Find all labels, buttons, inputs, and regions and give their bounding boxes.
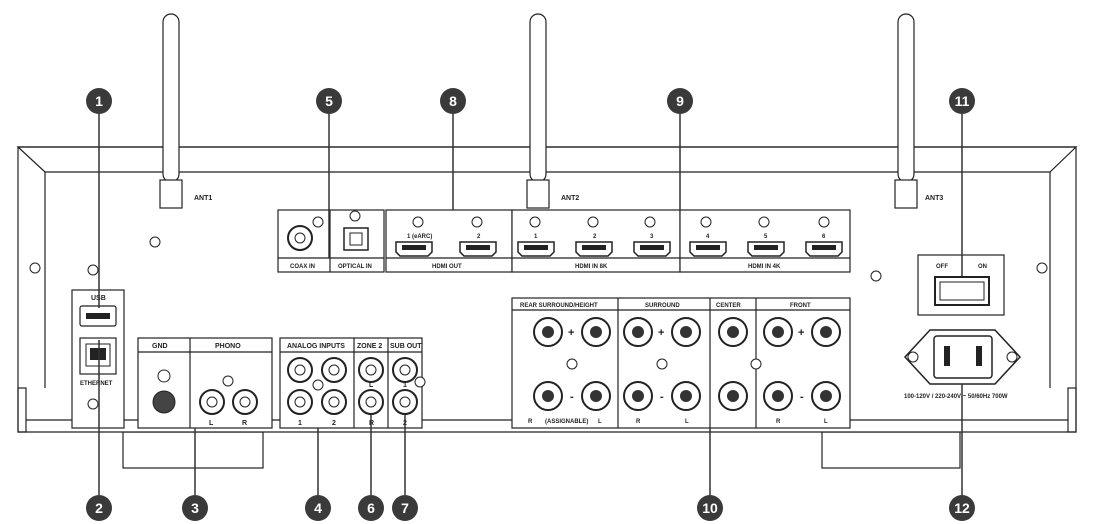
right-foot [821,431,961,469]
power-rating-label: 100-120V / 220-240V ~ 50/60Hz 700W [904,394,1008,400]
gnd-symbol [157,369,171,383]
rear-r-label: R [528,419,533,425]
screws [29,210,1048,410]
surround-plus: + [658,327,664,339]
ant3-label: ANT3 [925,195,943,202]
ethernet-label: ETHERNET [80,381,113,387]
analog-jacks [287,357,418,415]
rear-minus: - [570,391,574,403]
svg-text:1: 1 [95,93,103,109]
hdmi-out-2-label: 2 [477,234,481,240]
antenna-1 [159,13,183,209]
hdmi-4k-4-label: 4 [706,234,710,240]
antenna-3 [894,13,918,209]
surround-l-label: L [685,419,689,425]
phono-l-label: L [209,420,214,427]
analog-1-label: 1 [298,420,302,427]
analog-2-label: 2 [332,420,336,427]
callout-2 [86,495,112,521]
front-l-label: L [824,419,828,425]
front-minus: - [800,391,804,403]
surround-r-label: R [636,419,641,425]
front-r-label: R [776,419,781,425]
ant1-label: ANT1 [194,195,212,202]
rear-l-label: L [598,419,602,425]
svg-text:3: 3 [191,500,199,516]
svg-text:8: 8 [449,93,457,109]
hdmi-out-panel [385,209,513,273]
svg-text:6: 6 [367,500,375,516]
power-on-label: ON [978,264,987,270]
callout-11 [949,88,975,114]
surround-minus: - [660,391,664,403]
callout-5 [316,88,342,114]
phono-l-jack [199,389,225,415]
svg-text:11: 11 [955,93,970,109]
svg-text:5: 5 [325,93,333,109]
callout-10 [697,495,723,521]
callout-12 [949,495,975,521]
sub-out-label: SUB OUT [390,343,422,350]
hdmi-4k-5-label: 5 [764,234,768,240]
gnd-label: GND [152,343,168,350]
svg-text:12: 12 [954,500,970,516]
hdmi-out-1-label: 1 (eARC) [407,234,432,240]
hdmi-4k-label: HDMI IN 4K [748,264,781,270]
rear-assignable-label: (ASSIGNABLE) [545,419,588,425]
phono-r-label: R [242,420,247,427]
rear-plus: + [568,327,574,339]
optical-port [343,227,369,251]
coax-jack [287,225,313,251]
coax-in-label: COAX IN [290,264,315,270]
hdmi-8k-3-label: 3 [650,234,654,240]
callout-badges: 1 2 3 4 5 6 7 8 9 10 11 12 [86,88,975,521]
ant2-label: ANT2 [561,195,579,202]
callout-8 [440,88,466,114]
left-foot [122,431,264,469]
center-label: CENTER [716,303,741,309]
front-label: FRONT [790,303,811,309]
optical-in-label: OPTICAL IN [338,264,372,270]
callout-1 [86,88,112,114]
gnd-terminal [152,390,176,414]
zone2-label: ZONE 2 [357,343,382,350]
svg-text:10: 10 [702,500,718,516]
power-off-label: OFF [936,264,948,270]
hdmi-4k-6-label: 6 [822,234,826,240]
analog-inputs-label: ANALOG INPUTS [287,343,345,350]
hdmi-8k-label: HDMI IN 8K [575,264,608,270]
phono-label: PHONO [215,343,241,350]
callout-6 [358,495,384,521]
svg-text:2: 2 [95,500,103,516]
callout-7 [392,495,418,521]
hdmi-port-inner [402,245,836,250]
callout-3 [182,495,208,521]
power-switch [934,276,990,306]
surround-label: SURROUND [645,303,680,309]
sub-1-label: 1 [403,382,407,389]
hdmi-8k-1-label: 1 [534,234,538,240]
front-plus: + [798,327,804,339]
zone2-l-label: L [369,382,374,389]
rear-surround-label: REAR SURROUND/HEIGHT [520,303,598,309]
callout-4 [305,495,331,521]
callout-9 [667,88,693,114]
svg-text:4: 4 [314,500,322,516]
phono-r-jack [232,389,258,415]
hdmi-out-label: HDMI OUT [432,264,462,270]
callout-lines [98,114,963,495]
svg-text:7: 7 [401,500,409,516]
antenna-2 [526,13,550,209]
hdmi-8k-2-label: 2 [593,234,597,240]
svg-text:9: 9 [676,93,684,109]
